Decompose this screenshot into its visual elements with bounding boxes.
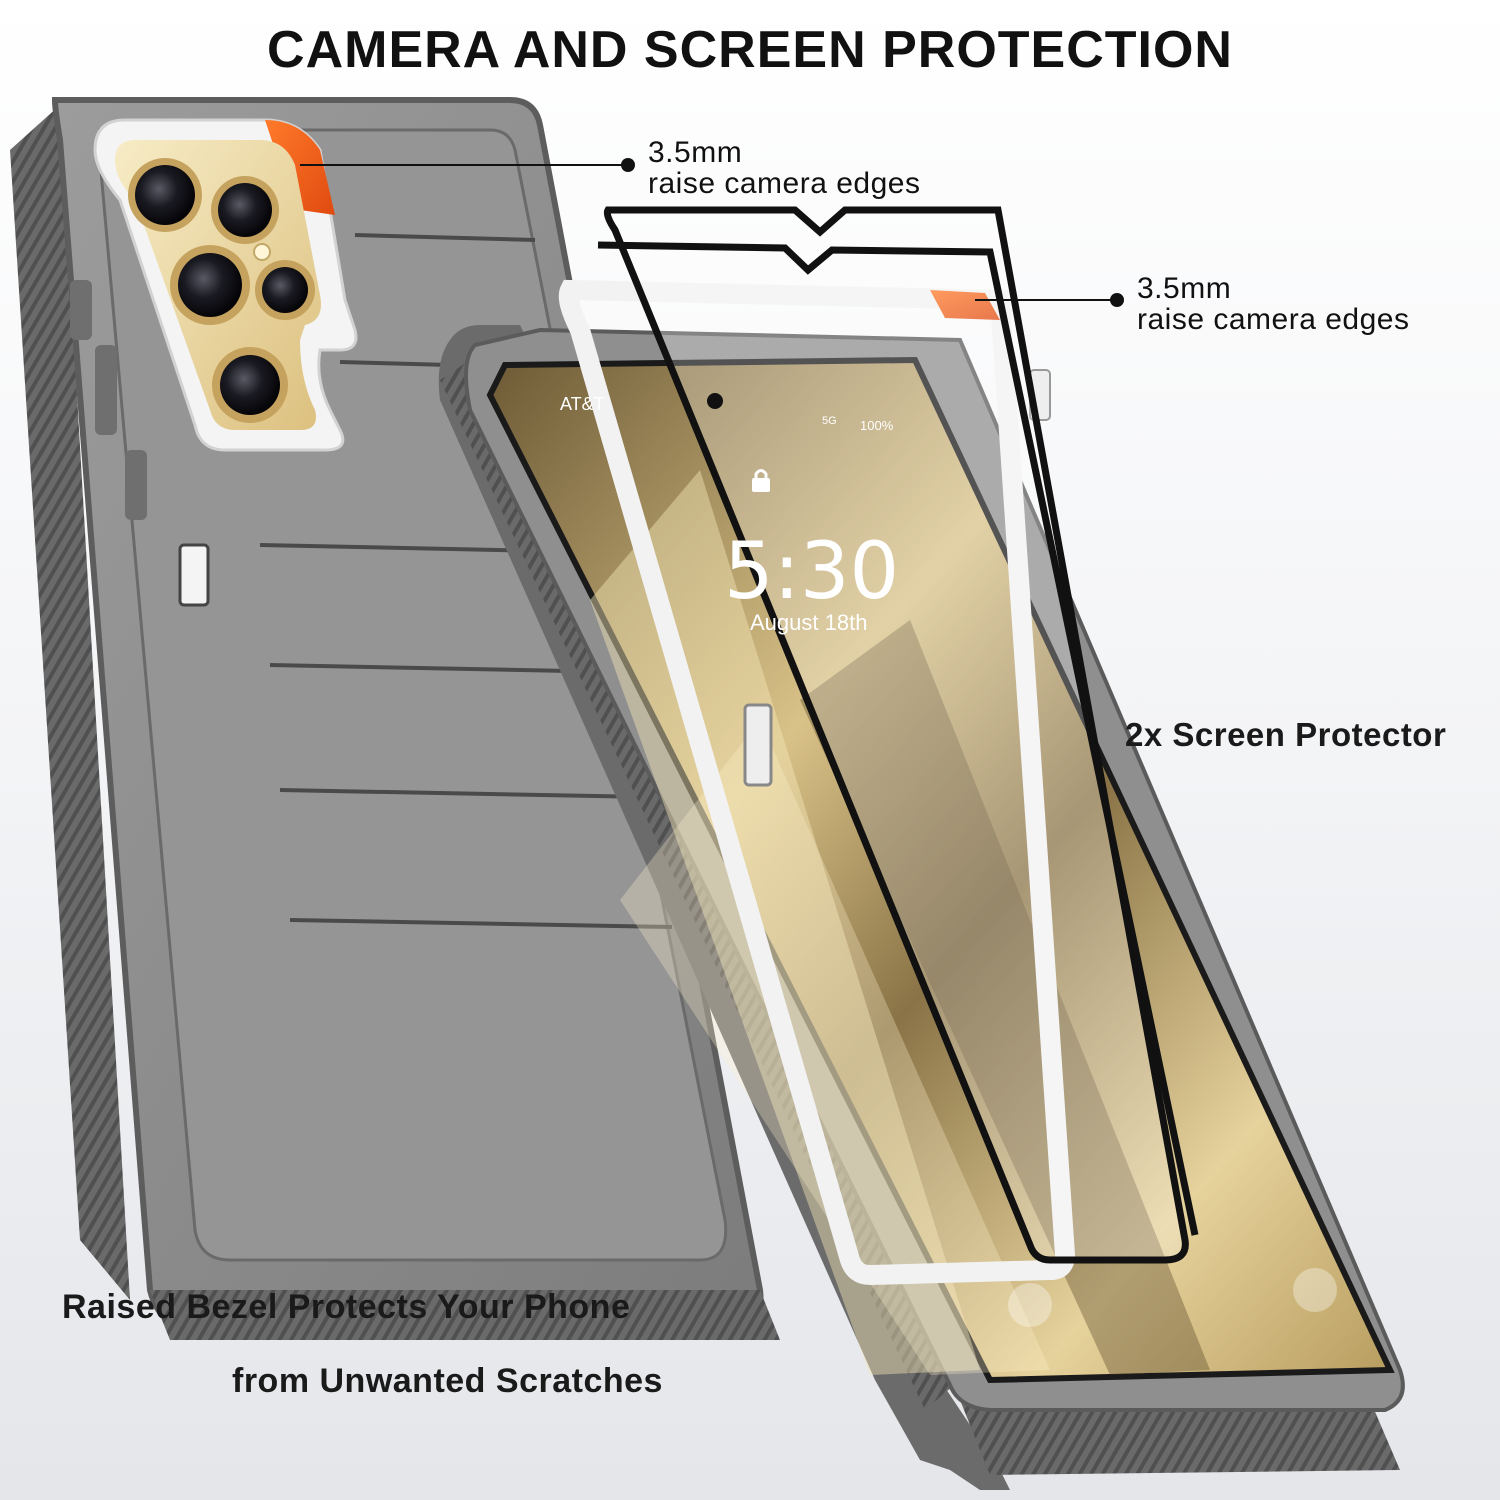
screen-protector-1 — [603, 206, 1189, 1264]
screen-network: 5G — [822, 415, 837, 427]
screen-date: August 18th — [750, 610, 867, 635]
white-frame-orange-accent — [930, 290, 1000, 320]
screen-battery: 100% — [860, 418, 894, 433]
camera-app-icon — [1293, 1268, 1337, 1312]
front-bumper-ribs — [440, 360, 960, 1410]
callout-camera-back-line2: raise camera edges — [648, 167, 921, 200]
callout-dot-back — [621, 158, 635, 172]
side-button-3 — [125, 450, 147, 520]
callout-leaders — [300, 164, 1115, 301]
camera-lenses — [128, 158, 315, 423]
phone-app-icon — [1008, 1283, 1052, 1327]
callout-camera-back: 3.5mm raise camera edges — [648, 137, 920, 199]
callout-camera-front-line1: 3.5mm — [1137, 272, 1232, 305]
callout-camera-front: 3.5mm raise camera edges — [1137, 273, 1409, 335]
front-case: AT&T 5G 100% 5:30 August 18th — [438, 206, 1405, 1490]
headline: CAMERA AND SCREEN PROTECTION — [267, 21, 1233, 79]
callout-dot-front — [1110, 293, 1124, 307]
screen-carrier: AT&T — [560, 394, 605, 414]
callout-camera-front-line2: raise camera edges — [1137, 303, 1410, 336]
back-case-bottom-edge — [150, 1290, 780, 1340]
screen-protector-label: 2x Screen Protector — [1125, 716, 1447, 753]
back-case-ribbed-edge — [10, 105, 130, 1300]
front-camera — [707, 393, 723, 409]
screen-time: 5:30 — [724, 527, 899, 617]
bezel-line-1: Raised Bezel Protects Your Phone — [62, 1288, 631, 1326]
front-bumper-bottom-ribs — [960, 1400, 1400, 1475]
side-button-2 — [95, 345, 117, 435]
lock-icon — [752, 469, 770, 492]
screen-protector-2 — [597, 241, 1199, 1236]
frame-clip-left — [743, 703, 773, 787]
callout-camera-back-line1: 3.5mm — [648, 136, 743, 169]
side-button-1 — [70, 280, 92, 340]
side-clip — [178, 543, 210, 607]
bezel-line-2: from Unwanted Scratches — [232, 1362, 663, 1400]
flash — [253, 243, 271, 261]
camera-orange-accent — [265, 120, 335, 215]
